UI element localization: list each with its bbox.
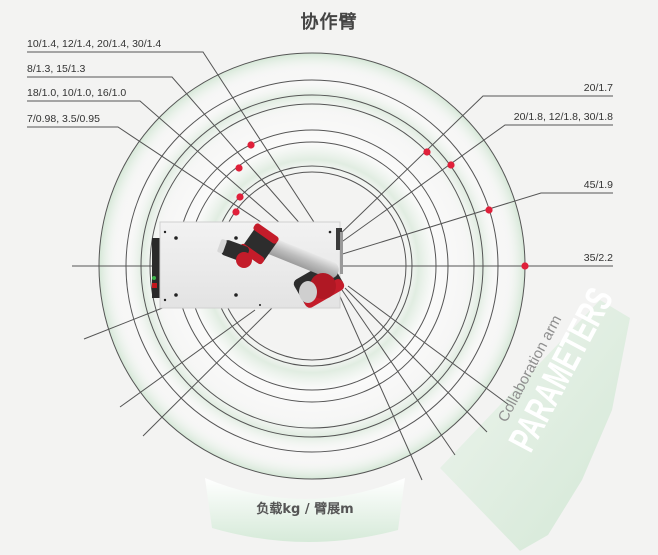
parameters-fan — [440, 300, 630, 551]
callout-left-4: 7/0.98, 3.5/0.95 — [27, 113, 100, 125]
radial-line-lower-right-3 — [344, 287, 488, 433]
reach-marker-dot — [485, 206, 493, 214]
callout-left-1: 10/1.4, 12/1.4, 20/1.4, 30/1.4 — [27, 38, 162, 50]
leader-line-right-3 — [335, 192, 613, 257]
leader-line-right-1 — [335, 95, 613, 239]
radial-line-lower-left-1 — [83, 306, 166, 340]
leader-line-right-2 — [335, 124, 613, 247]
reach-marker-dot — [232, 208, 240, 216]
callout-right-4: 35/2.2 — [583, 252, 613, 264]
status-led — [152, 276, 156, 280]
reach-markers — [232, 141, 529, 270]
page-title: 协作臂 — [300, 12, 358, 33]
reach-marker-dot — [423, 148, 431, 156]
callout-right-1: 20/1.7 — [583, 82, 613, 94]
callout-left-2: 8/1.3, 15/1.3 — [27, 63, 86, 75]
reach-marker-dot — [247, 141, 255, 149]
radial-line-lower-right-1 — [337, 291, 423, 481]
mounting-holes — [163, 230, 332, 306]
leader-line-left-1 — [27, 51, 341, 263]
leader-line-left-3 — [27, 100, 321, 259]
radial-line-lower-right-4 — [347, 285, 510, 406]
tool-flange — [236, 252, 252, 268]
leader-line-left-2 — [27, 76, 331, 259]
robot-arm-illustration — [152, 221, 345, 309]
leader-lines — [27, 51, 613, 481]
radial-line-lower-left-3 — [142, 304, 276, 437]
reach-marker-dot — [447, 161, 455, 169]
reach-marker-dot — [236, 193, 244, 201]
callout-left-3: 18/1.0, 10/1.0, 16/1.0 — [27, 87, 127, 99]
caption-arc — [205, 478, 405, 543]
leader-line-left-4 — [27, 126, 313, 257]
radial-line-lower-left-2 — [119, 309, 256, 408]
reach-marker-dot — [235, 164, 243, 172]
reach-marker-dot — [521, 262, 529, 270]
callout-right-3: 45/1.9 — [583, 179, 613, 191]
callout-right-2: 20/1.8, 12/1.8, 30/1.8 — [513, 111, 613, 123]
radial-line-lower-right-2 — [341, 289, 456, 456]
axis-caption: 负载kg / 臂展m — [256, 502, 354, 517]
